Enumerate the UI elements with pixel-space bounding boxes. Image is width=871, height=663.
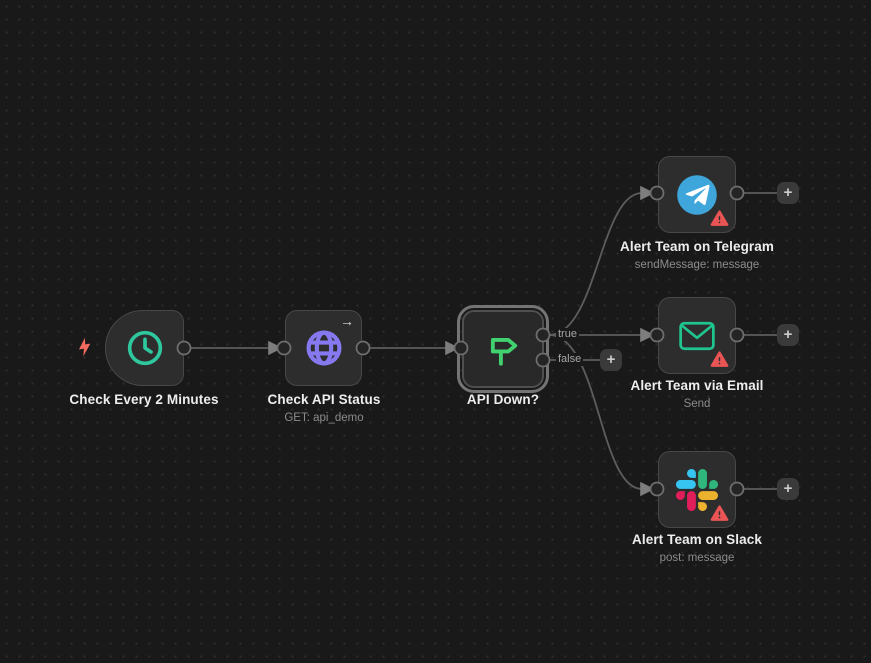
node-email[interactable] <box>658 297 736 374</box>
node-telegram[interactable] <box>658 156 736 233</box>
node-if-api-down[interactable] <box>457 305 549 393</box>
node-caption-if: API Down? <box>393 392 613 407</box>
warning-icon[interactable] <box>710 505 729 522</box>
edge-label-true: true <box>556 328 579 341</box>
add-node-button-email[interactable]: + <box>777 324 799 346</box>
node-title: Check Every 2 Minutes <box>69 392 219 407</box>
port-output-if-false[interactable] <box>535 352 551 368</box>
edge-label-false: false <box>556 353 584 366</box>
add-node-button-telegram[interactable]: + <box>777 182 799 204</box>
port-output-email[interactable] <box>729 327 745 343</box>
signpost-icon <box>482 328 524 370</box>
node-subtitle: GET: api_demo <box>284 412 364 424</box>
port-input-telegram[interactable] <box>649 185 665 201</box>
port-output-trigger[interactable] <box>176 340 192 356</box>
node-subtitle: post: message <box>659 552 735 564</box>
port-input-http[interactable] <box>276 340 292 356</box>
port-output-slack[interactable] <box>729 481 745 497</box>
add-node-button-false-branch[interactable]: + <box>600 349 622 371</box>
port-output-if-true[interactable] <box>535 327 551 343</box>
node-schedule-trigger[interactable] <box>105 310 184 386</box>
arrow-right-icon: → <box>340 313 354 329</box>
add-node-button-slack[interactable]: + <box>777 478 799 500</box>
port-input-email[interactable] <box>649 327 665 343</box>
node-caption-http: Check API Status GET: api_demo <box>214 392 434 424</box>
node-title: Alert Team on Slack <box>632 532 762 547</box>
node-caption-slack: Alert Team on Slack post: message <box>587 532 807 564</box>
node-title: Alert Team on Telegram <box>620 239 774 254</box>
envelope-icon <box>677 320 717 352</box>
warning-icon[interactable] <box>710 210 729 227</box>
slack-icon <box>676 468 718 511</box>
edge-true-to-slack[interactable] <box>548 334 655 497</box>
port-output-telegram[interactable] <box>729 185 745 201</box>
node-title: API Down? <box>466 392 540 407</box>
node-title: Alert Team via Email <box>630 378 764 393</box>
node-subtitle: Send <box>683 398 711 410</box>
port-output-http[interactable] <box>355 340 371 356</box>
node-slack[interactable] <box>658 451 736 528</box>
port-input-slack[interactable] <box>649 481 665 497</box>
warning-icon[interactable] <box>710 351 729 368</box>
telegram-icon <box>675 173 719 217</box>
node-subtitle: sendMessage: message <box>634 259 760 271</box>
node-caption-email: Alert Team via Email Send <box>587 378 807 410</box>
trigger-bolt-icon <box>75 336 95 358</box>
node-caption-telegram: Alert Team on Telegram sendMessage: mess… <box>587 239 807 271</box>
port-input-if[interactable] <box>453 340 469 356</box>
node-caption-schedule: Check Every 2 Minutes <box>34 392 254 407</box>
globe-icon <box>303 327 345 369</box>
clock-icon <box>125 328 165 368</box>
node-title: Check API Status <box>267 392 381 407</box>
node-http-request[interactable]: → <box>285 310 362 386</box>
